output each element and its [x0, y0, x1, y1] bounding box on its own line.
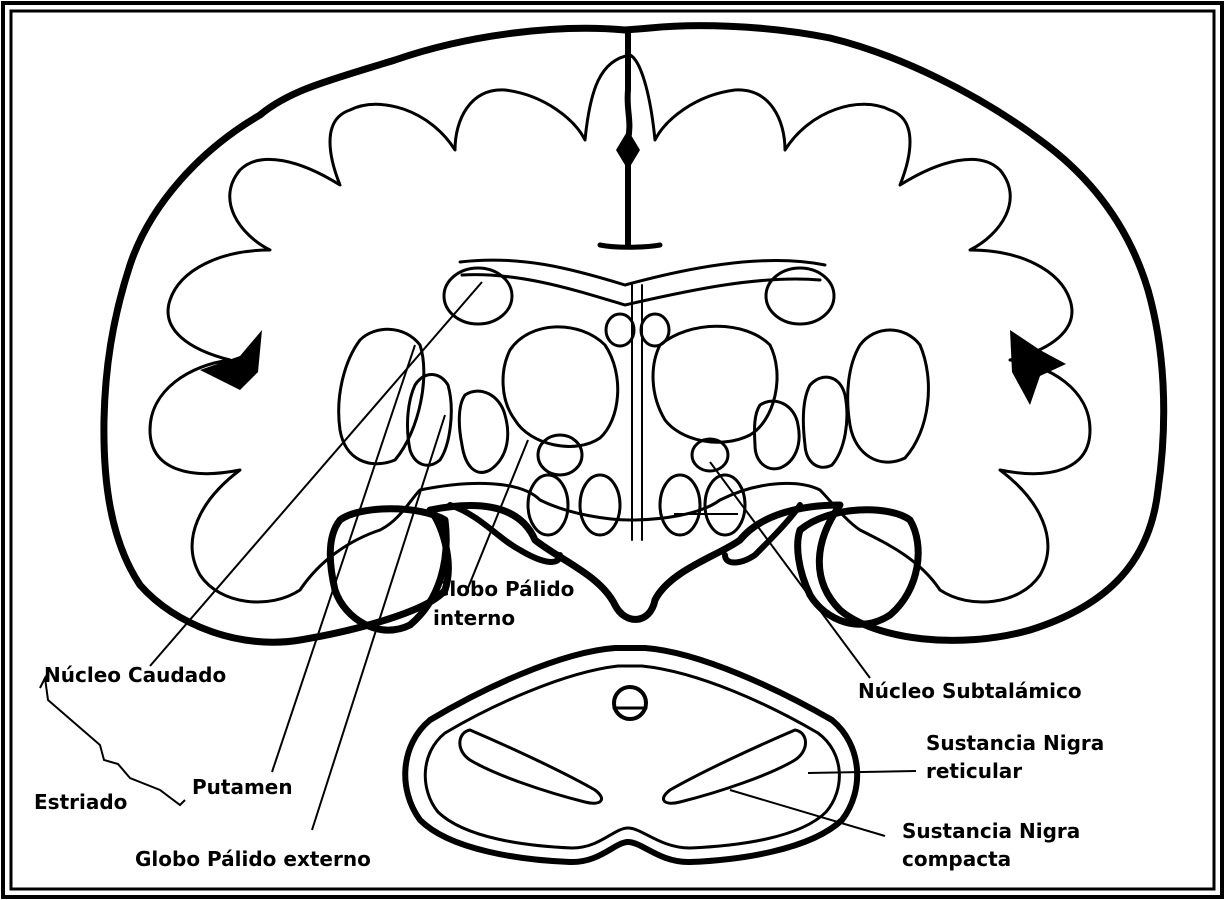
label-sustancia-nigra-reticular: Sustancia Nigra reticular — [926, 731, 1104, 783]
leader-lines — [40, 282, 916, 836]
svg-text:Globo Pálido externo: Globo Pálido externo — [135, 847, 371, 871]
thalamus — [503, 326, 777, 446]
label-globo-palido-interno: Globo Pálido interno — [433, 577, 574, 630]
svg-text:interno: interno — [433, 606, 515, 630]
svg-text:Estriado: Estriado — [34, 790, 127, 814]
label-putamen: Putamen — [192, 775, 293, 799]
svg-text:Putamen: Putamen — [192, 775, 293, 799]
basal-ganglia-right — [755, 330, 929, 469]
svg-text:Núcleo Caudado: Núcleo Caudado — [44, 663, 226, 687]
label-globo-palido-externo: Globo Pálido externo — [135, 847, 371, 871]
caudate-nuclei — [444, 268, 834, 324]
svg-text:compacta: compacta — [902, 847, 1011, 871]
label-nucleo-caudado: Núcleo Caudado — [44, 663, 226, 687]
svg-text:Sustancia Nigra: Sustancia Nigra — [902, 819, 1080, 843]
label-sustancia-nigra-compacta: Sustancia Nigra compacta — [902, 819, 1080, 871]
label-nucleo-subtalamico: Núcleo Subtalámico — [858, 679, 1082, 703]
svg-text:Sustancia Nigra: Sustancia Nigra — [926, 731, 1104, 755]
svg-text:Núcleo Subtalámico: Núcleo Subtalámico — [858, 679, 1082, 703]
svg-text:Globo Pálido: Globo Pálido — [433, 577, 574, 601]
label-estriado: Estriado — [34, 790, 127, 814]
svg-text:reticular: reticular — [926, 759, 1022, 783]
midbrain-section — [405, 648, 857, 862]
fornix — [606, 314, 669, 346]
